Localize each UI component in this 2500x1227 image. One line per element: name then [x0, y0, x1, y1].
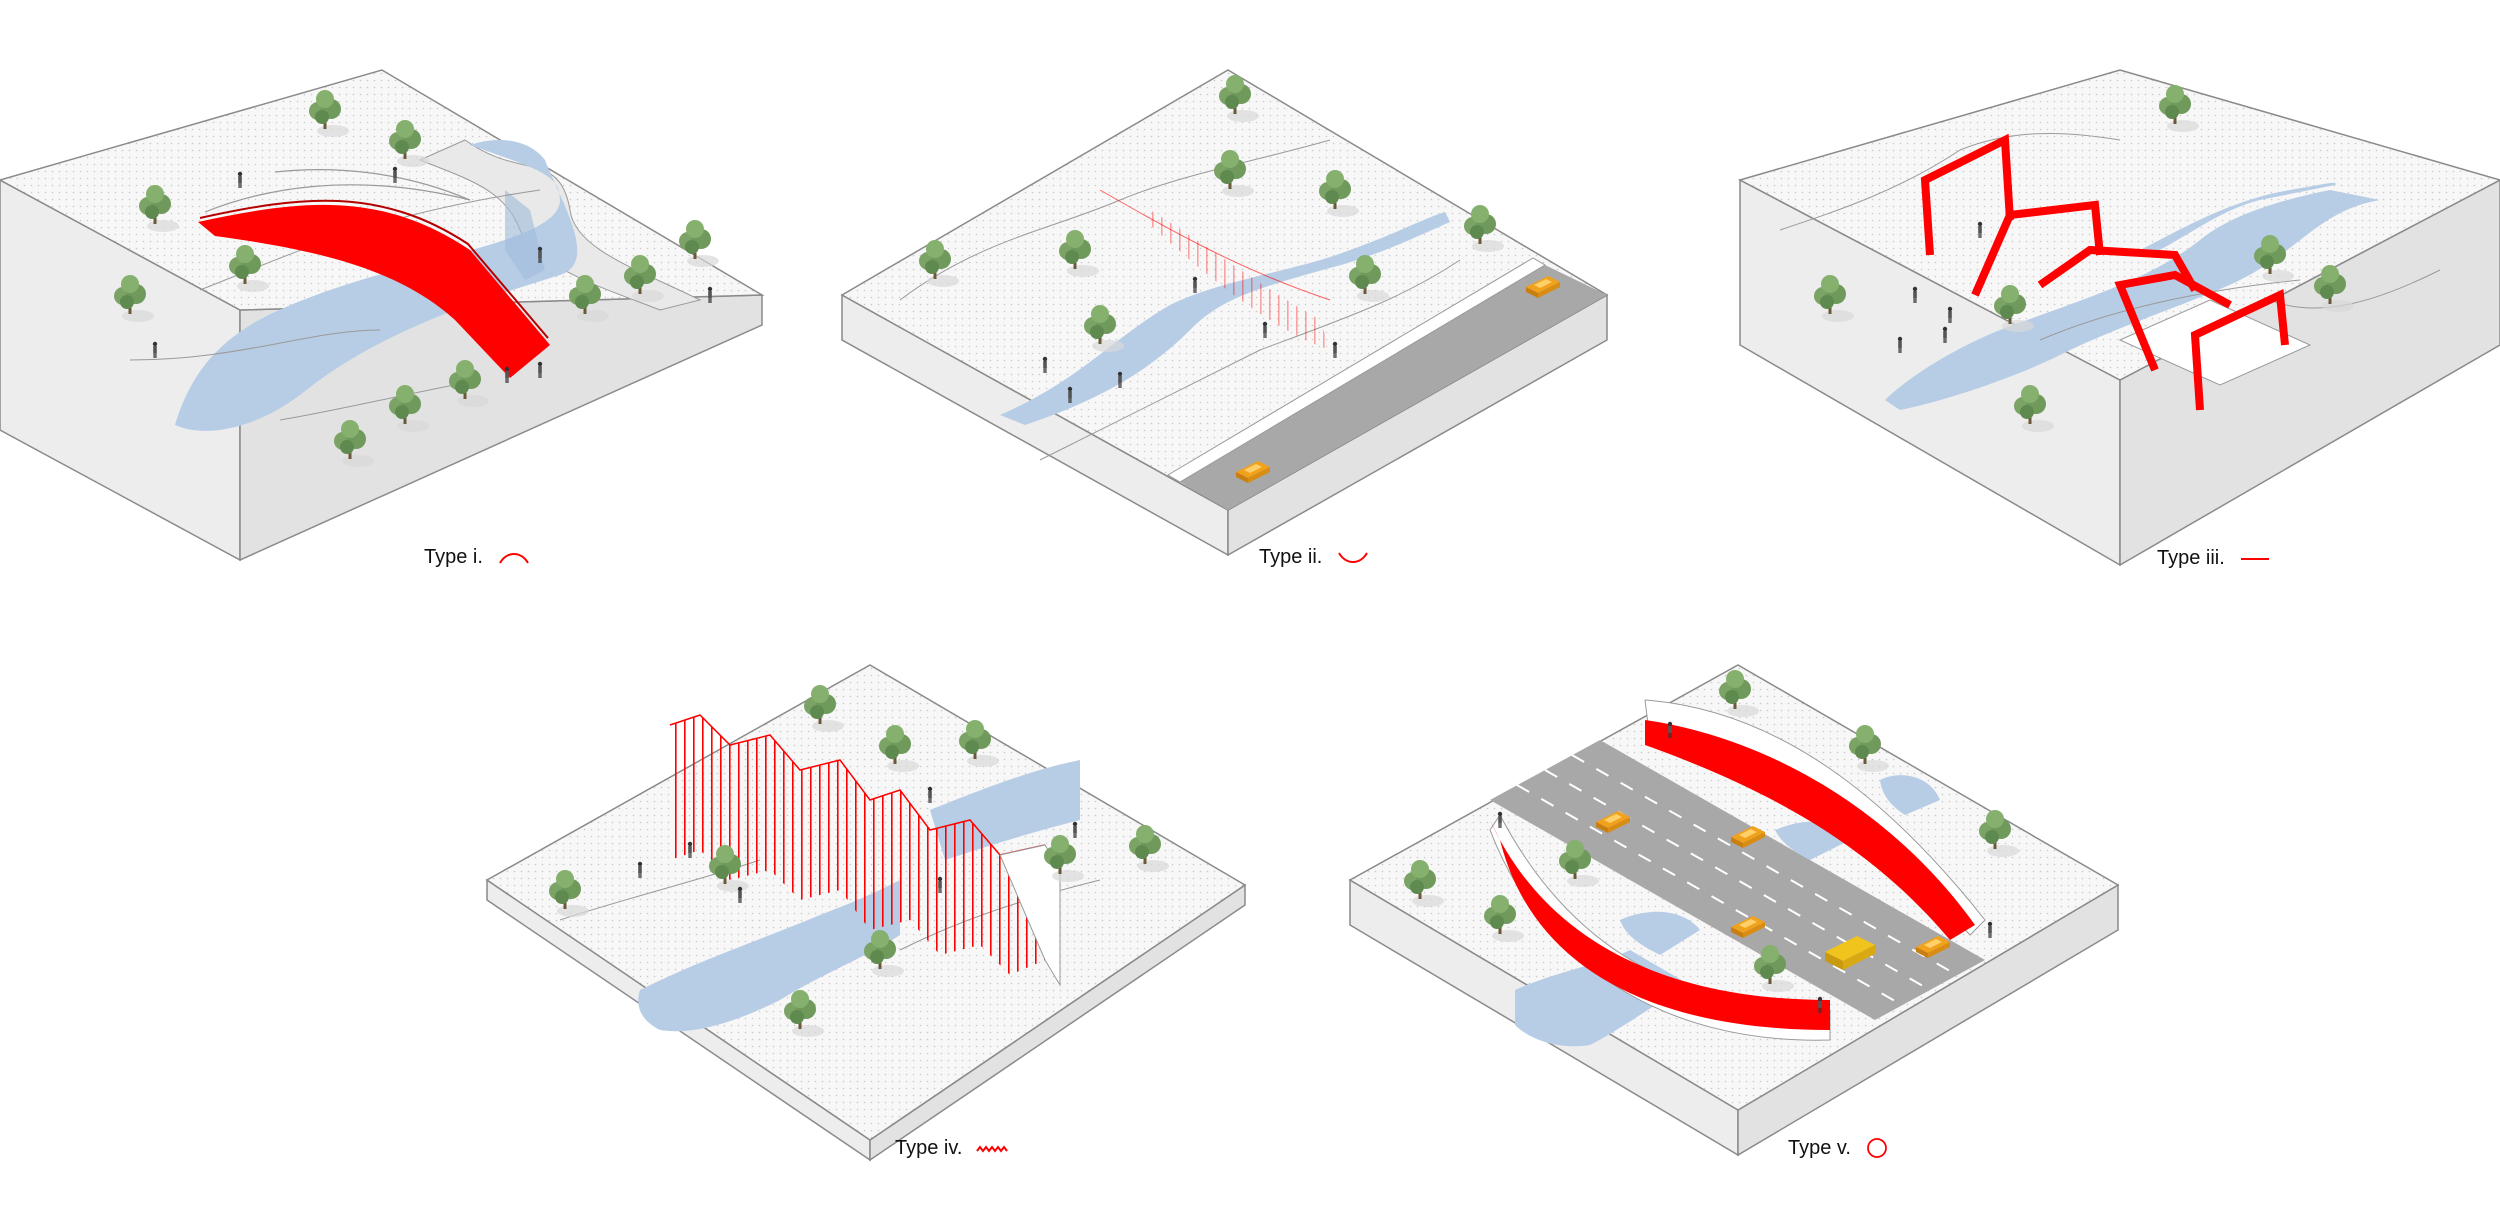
caption-type-iv: Type iv. — [895, 1137, 1009, 1160]
caption-type-iii: Type iii. — [2157, 547, 2271, 570]
caption-type-ii: Type ii. — [1259, 546, 1370, 569]
bridge-deck — [198, 204, 550, 378]
caption-label: Type i. — [424, 546, 483, 568]
caption-label: Type v. — [1788, 1136, 1851, 1159]
caption-label: Type iv. — [895, 1137, 963, 1159]
zigzag-icon — [976, 1144, 1009, 1153]
caption-label: Type iii. — [2157, 547, 2225, 569]
block-type-v — [1348, 664, 2120, 1157]
circle-icon — [1867, 1138, 1887, 1158]
screen-wall — [670, 715, 1045, 975]
block-type-iv — [485, 664, 1247, 1162]
block-type-i — [0, 69, 765, 562]
block-type-iii — [1738, 69, 2500, 567]
loop-arc-top — [1645, 720, 1975, 940]
frame-1 — [1920, 133, 2014, 256]
road — [1180, 265, 1607, 510]
straight-line-icon — [2240, 557, 2269, 560]
block-type-ii — [840, 69, 1609, 557]
arc-over-icon — [499, 552, 529, 564]
caption-label: Type ii. — [1259, 546, 1323, 568]
arc-under-icon — [1338, 551, 1369, 563]
caption-type-i: Type i. — [424, 546, 531, 569]
caption-type-v: Type v. — [1788, 1136, 1889, 1160]
loop-arc-bottom — [1490, 820, 1830, 1030]
